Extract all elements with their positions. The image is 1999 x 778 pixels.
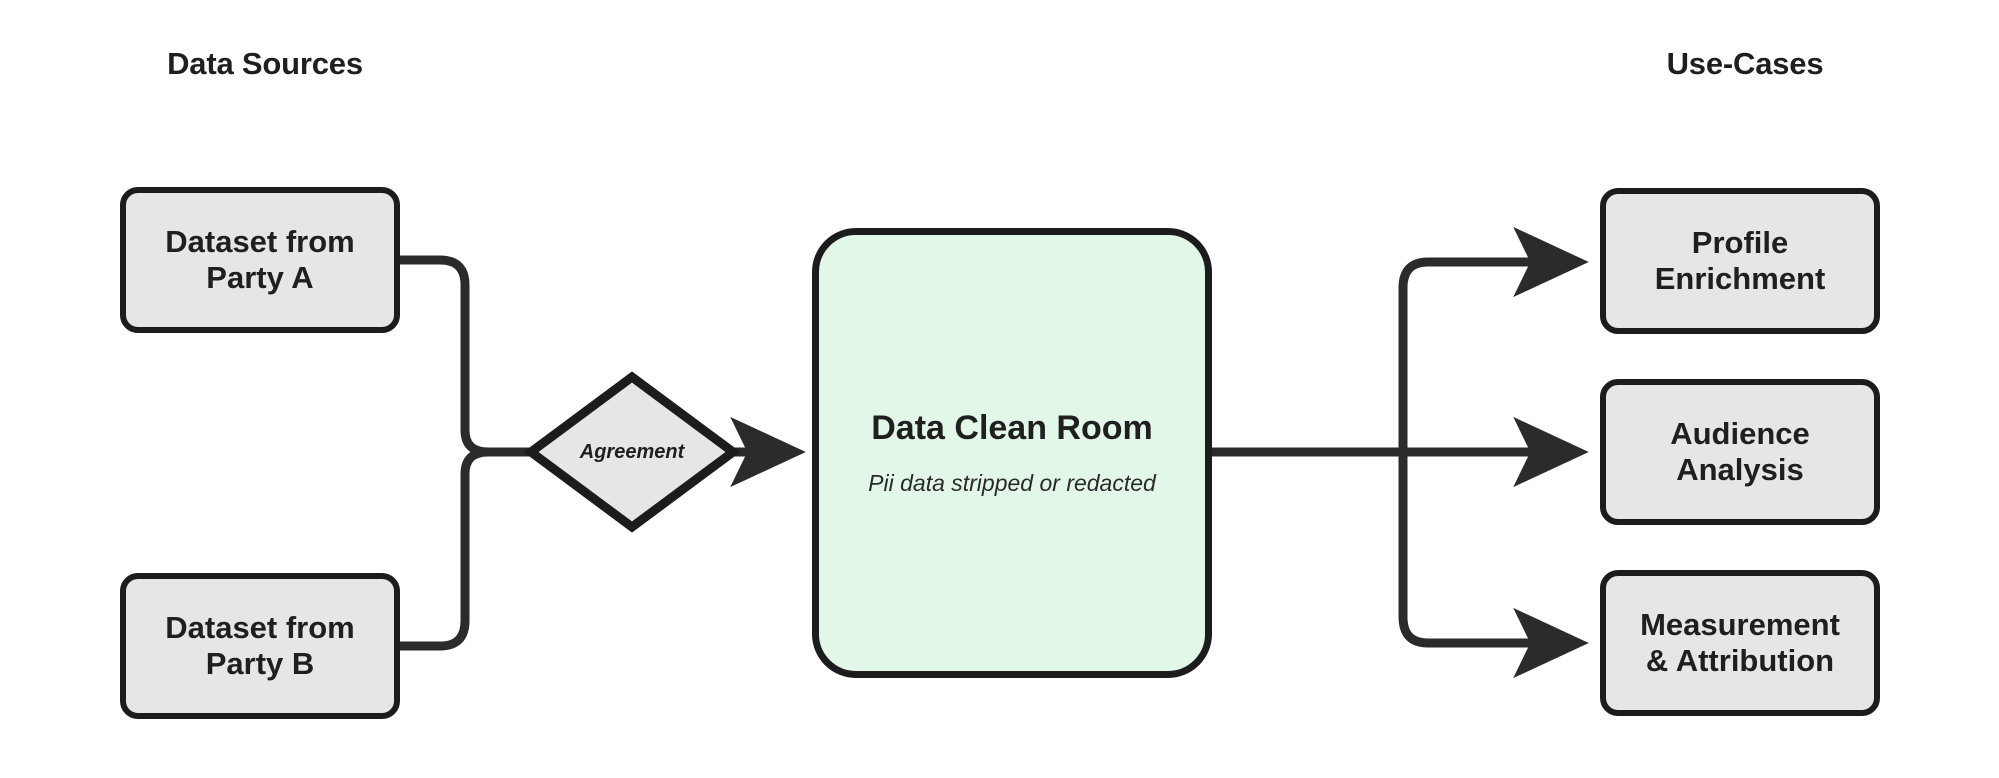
column-title-use-cases: Use-Cases xyxy=(1666,46,1824,81)
node-dataset-party-b-line2: Party B xyxy=(205,646,315,681)
node-dataset-party-b[interactable]: Dataset from Party B xyxy=(120,573,400,719)
edge-party-a-to-agreement xyxy=(395,255,535,457)
edge-party-b-to-agreement xyxy=(395,447,535,651)
node-measurement-attribution-line2: & Attribution xyxy=(1645,643,1835,678)
node-data-clean-room-subtitle: Pii data stripped or redacted xyxy=(868,470,1156,497)
node-data-clean-room-title: Data Clean Room xyxy=(871,409,1153,448)
node-profile-enrichment-line2: Enrichment xyxy=(1654,261,1826,296)
agreement-node[interactable]: Agreement xyxy=(531,377,733,527)
node-data-clean-room[interactable]: Data Clean Room Pii data stripped or red… xyxy=(812,228,1212,678)
node-audience-analysis-line1: Audience xyxy=(1670,416,1810,452)
agreement-diamond-shape[interactable] xyxy=(523,371,741,533)
node-audience-analysis[interactable]: Audience Analysis xyxy=(1600,379,1880,525)
node-audience-analysis-line2: Analysis xyxy=(1676,452,1804,487)
node-dataset-party-a-line2: Party A xyxy=(206,260,314,295)
node-measurement-attribution[interactable]: Measurement & Attribution xyxy=(1600,570,1880,716)
agreement-label: Agreement xyxy=(579,440,685,463)
node-measurement-attribution-line1: Measurement xyxy=(1640,607,1840,643)
node-dataset-party-a[interactable]: Dataset from Party A xyxy=(120,187,400,333)
column-title-data-sources: Data Sources xyxy=(167,46,363,81)
node-profile-enrichment-line1: Profile xyxy=(1691,225,1789,261)
edge-clean-room-to-profile-enrichment xyxy=(1398,226,1589,452)
node-profile-enrichment[interactable]: Profile Enrichment xyxy=(1600,188,1880,334)
node-dataset-party-a-line1: Dataset from xyxy=(165,224,355,260)
edge-clean-room-to-measurement-attribution xyxy=(1398,452,1589,679)
node-dataset-party-b-line1: Dataset from xyxy=(165,610,355,646)
